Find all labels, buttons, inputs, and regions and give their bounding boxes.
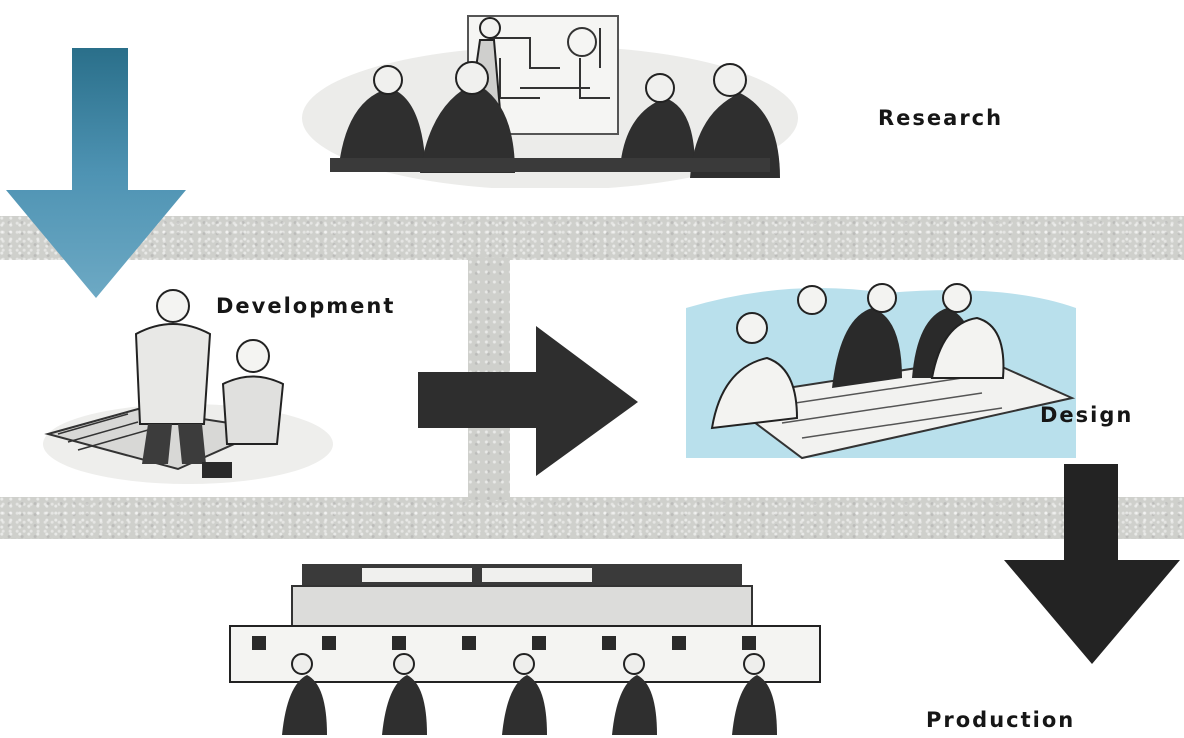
- arrow-right-dark-icon: [418, 326, 638, 476]
- lower-band: [0, 497, 1184, 539]
- upper-band: [0, 216, 1184, 260]
- label-research: Research: [878, 106, 1004, 130]
- label-production: Production: [926, 708, 1076, 732]
- development-engineers-illustration: [43, 289, 333, 484]
- arrow-down-dark-icon: [1004, 464, 1180, 664]
- production-assembly-line-illustration: [229, 564, 821, 735]
- design-drafting-illustration: [686, 283, 1076, 460]
- arrow-down-blue-icon: [6, 48, 186, 298]
- label-design: Design: [1040, 403, 1134, 427]
- label-development: Development: [216, 294, 396, 318]
- research-meeting-illustration: [302, 15, 798, 188]
